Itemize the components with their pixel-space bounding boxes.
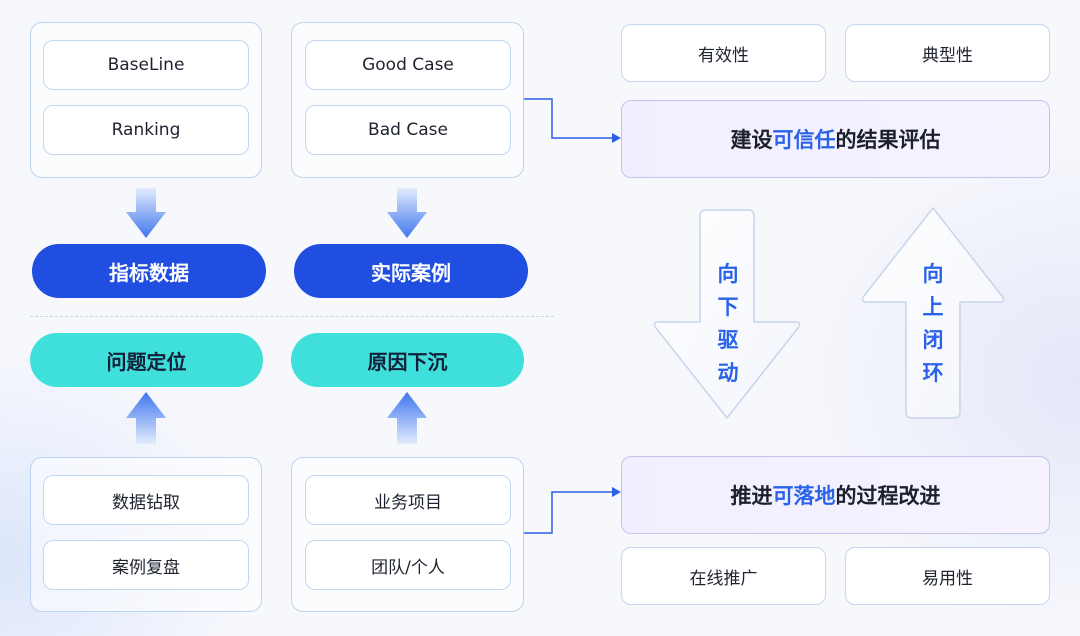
arrow-down-cases — [387, 188, 427, 238]
cases-source-group: Good Case Bad Case — [291, 22, 524, 178]
arrow-up-locate — [126, 392, 166, 444]
connector-cause-to-improve — [524, 491, 612, 534]
good-case-item[interactable]: Good Case — [305, 40, 511, 90]
ranking-item[interactable]: Ranking — [43, 105, 249, 155]
connector-cases-to-eval — [524, 98, 612, 139]
drive-down-char: 动 — [717, 361, 739, 385]
actual-cases-pill[interactable]: 实际案例 — [294, 244, 528, 298]
close-loop-label: 向 上 闭 环 — [918, 258, 948, 390]
big-arrow-up — [861, 207, 1005, 419]
usability-tag[interactable]: 易用性 — [845, 547, 1050, 605]
root-cause-pill[interactable]: 原因下沉 — [291, 333, 524, 387]
baseline-item[interactable]: BaseLine — [43, 40, 249, 90]
drive-down-char: 驱 — [717, 328, 739, 352]
effectiveness-tag[interactable]: 有效性 — [621, 24, 826, 82]
bad-case-item[interactable]: Bad Case — [305, 105, 511, 155]
eval-suffix: 的结果评估 — [835, 128, 941, 152]
eval-prefix: 建设 — [730, 128, 773, 152]
improve-prefix: 推进 — [730, 484, 773, 508]
eval-highlight: 可信任 — [772, 128, 836, 152]
data-drill-item[interactable]: 数据钻取 — [43, 475, 249, 525]
improve-highlight: 可落地 — [772, 484, 836, 508]
locate-method-group: 数据钻取 案例复盘 — [30, 457, 262, 612]
metrics-source-group: BaseLine Ranking — [30, 22, 262, 178]
metrics-data-pill[interactable]: 指标数据 — [32, 244, 266, 298]
business-project-item[interactable]: 业务项目 — [305, 475, 511, 525]
cause-target-group: 业务项目 团队/个人 — [291, 457, 524, 612]
close-loop-char: 上 — [922, 295, 944, 319]
connector-arrowhead-improve — [612, 487, 621, 497]
case-review-item[interactable]: 案例复盘 — [43, 540, 249, 590]
section-divider — [30, 316, 554, 317]
problem-locate-pill[interactable]: 问题定位 — [30, 333, 263, 387]
typicality-tag[interactable]: 典型性 — [845, 24, 1050, 82]
actionable-improvement-box[interactable]: 推进可落地的过程改进 — [621, 456, 1050, 534]
team-individual-item[interactable]: 团队/个人 — [305, 540, 511, 590]
trusted-evaluation-box[interactable]: 建设可信任的结果评估 — [621, 100, 1050, 178]
online-promotion-tag[interactable]: 在线推广 — [621, 547, 826, 605]
close-loop-char: 环 — [922, 361, 944, 385]
connector-arrowhead-eval — [612, 133, 621, 143]
close-loop-char: 闭 — [922, 328, 944, 352]
arrow-up-cause — [387, 392, 427, 444]
drive-down-char: 向 — [717, 262, 739, 286]
arrow-down-metrics — [126, 188, 166, 238]
big-arrow-down — [653, 209, 801, 419]
improve-suffix: 的过程改进 — [835, 484, 941, 508]
drive-down-label: 向 下 驱 动 — [713, 258, 743, 390]
drive-down-char: 下 — [717, 295, 739, 319]
close-loop-char: 向 — [922, 262, 944, 286]
